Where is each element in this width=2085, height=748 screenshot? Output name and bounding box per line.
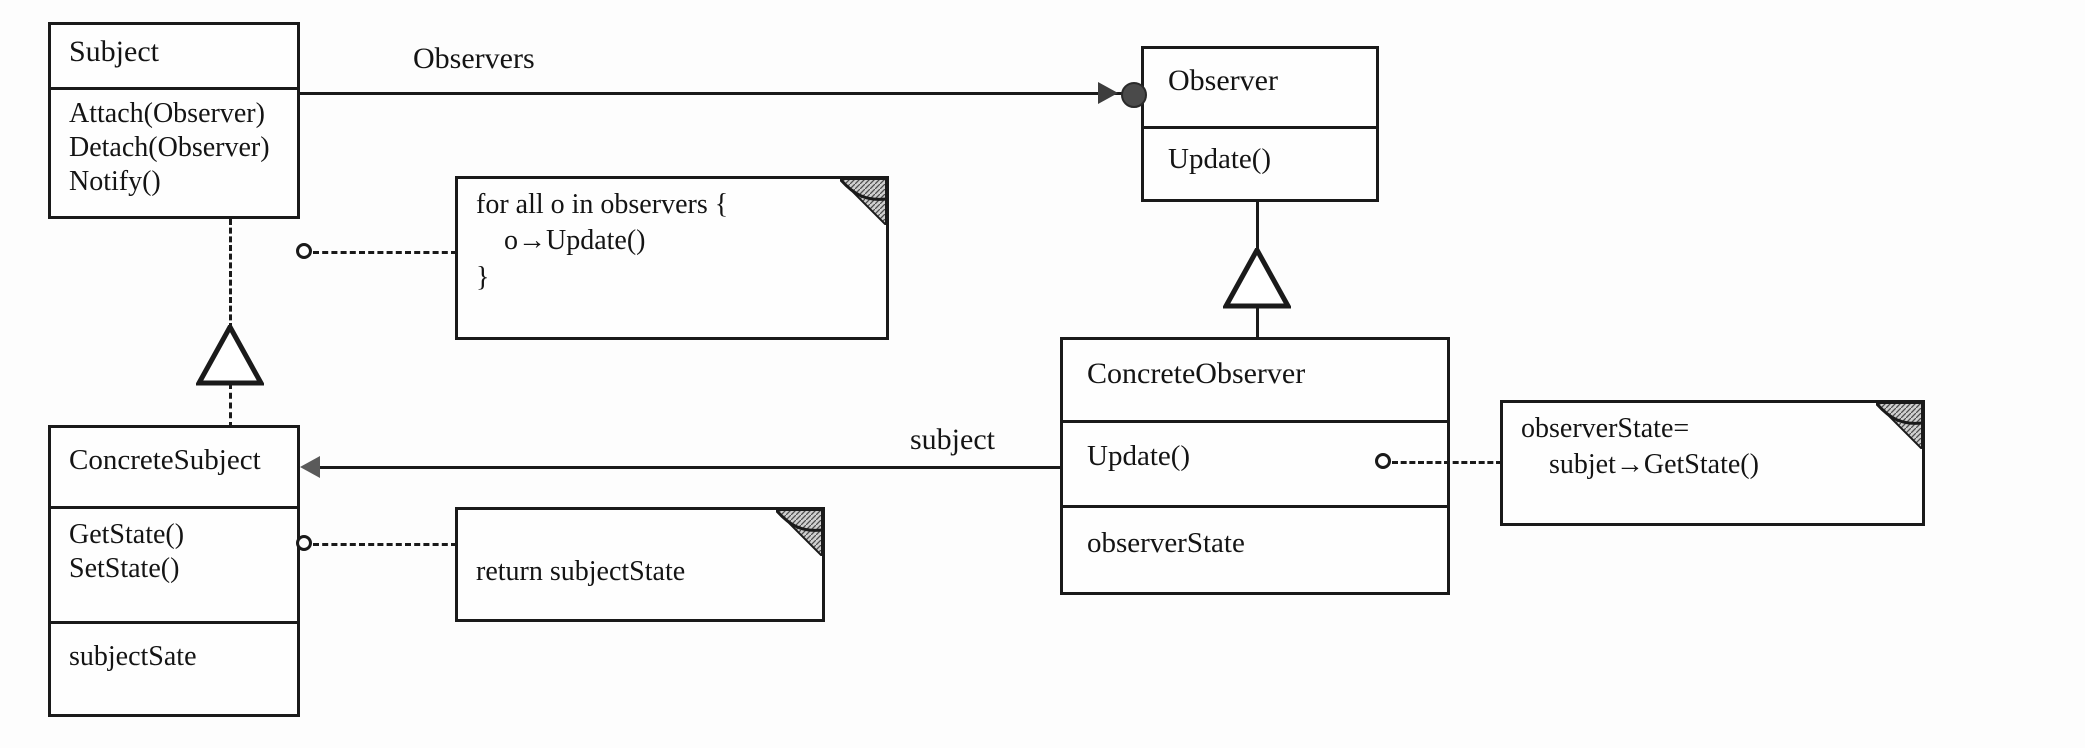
hollow-triangle-icon xyxy=(196,325,264,386)
class-name-concrete-observer: ConcreteObserver xyxy=(1087,357,1306,390)
note-anchor-line xyxy=(313,543,457,546)
class-box-observer[interactable]: Observer Update() xyxy=(1141,46,1379,202)
class-name-compartment: Subject xyxy=(51,25,297,87)
class-box-subject[interactable]: Subject Attach(Observer) Detach(Observer… xyxy=(48,22,300,219)
class-box-concrete-subject[interactable]: ConcreteSubject GetState() SetState() su… xyxy=(48,425,300,717)
class-name-compartment: Observer xyxy=(1144,49,1376,126)
attribute-observer-state[interactable]: observerState xyxy=(1087,527,1245,559)
class-name-subject: Subject xyxy=(69,35,159,68)
class-name-concrete-subject: ConcreteSubject xyxy=(69,444,261,476)
edge-label-subject: subject xyxy=(910,423,995,456)
operations-compartment: Update() xyxy=(1063,420,1447,505)
arrowhead-icon xyxy=(1098,82,1118,104)
operation-notify[interactable]: Notify() xyxy=(69,166,161,198)
arrowhead-icon xyxy=(300,456,320,478)
class-name-compartment: ConcreteObserver xyxy=(1063,340,1447,420)
note-update-body[interactable]: observerState= subjet→GetState() xyxy=(1500,400,1925,526)
note-line: subjet→GetState() xyxy=(1521,449,1759,481)
attributes-compartment: subjectSate xyxy=(51,621,297,717)
realization-line-concrete-subject xyxy=(229,219,232,329)
attribute-subject-state[interactable]: subjectSate xyxy=(69,641,197,672)
edge-label-observers: Observers xyxy=(413,42,535,75)
realization-line-concrete-subject-lower xyxy=(229,383,232,428)
association-line-observers xyxy=(300,92,1125,95)
note-anchor-line xyxy=(313,251,457,254)
attributes-compartment: observerState xyxy=(1063,505,1447,592)
operation-update[interactable]: Update() xyxy=(1168,143,1272,175)
operations-compartment: GetState() SetState() xyxy=(51,506,297,621)
note-notify-body[interactable]: for all o in observers { o→Update() } xyxy=(455,176,889,340)
generalization-line-concrete-observer-lower xyxy=(1256,306,1259,340)
note-anchor-line xyxy=(1392,461,1502,464)
generalization-line-concrete-observer xyxy=(1256,202,1259,254)
operations-compartment: Attach(Observer) Detach(Observer) Notify… xyxy=(51,87,297,219)
class-name-compartment: ConcreteSubject xyxy=(51,428,297,506)
hollow-triangle-icon xyxy=(1223,248,1291,309)
hollow-circle-icon xyxy=(296,535,312,551)
operation-setstate[interactable]: SetState() xyxy=(69,553,180,585)
note-line: observerState= xyxy=(1521,413,1690,444)
association-line-subject xyxy=(320,466,1062,469)
operation-attach[interactable]: Attach(Observer) xyxy=(69,98,265,129)
filled-ball-icon xyxy=(1121,82,1147,108)
note-line: return subjectState xyxy=(476,556,686,587)
operation-update[interactable]: Update() xyxy=(1087,440,1191,472)
hollow-circle-icon xyxy=(296,243,312,259)
note-line: for all o in observers { xyxy=(476,189,729,220)
hollow-circle-icon xyxy=(1375,453,1391,469)
class-box-concrete-observer[interactable]: ConcreteObserver Update() observerState xyxy=(1060,337,1450,595)
class-name-observer: Observer xyxy=(1168,64,1278,97)
note-line: } xyxy=(476,261,490,293)
operation-getstate[interactable]: GetState() xyxy=(69,519,185,550)
operation-detach[interactable]: Detach(Observer) xyxy=(69,132,270,164)
operations-compartment: Update() xyxy=(1144,126,1376,205)
note-line: o→Update() xyxy=(476,225,646,257)
note-getstate-body[interactable]: return subjectState xyxy=(455,507,825,622)
